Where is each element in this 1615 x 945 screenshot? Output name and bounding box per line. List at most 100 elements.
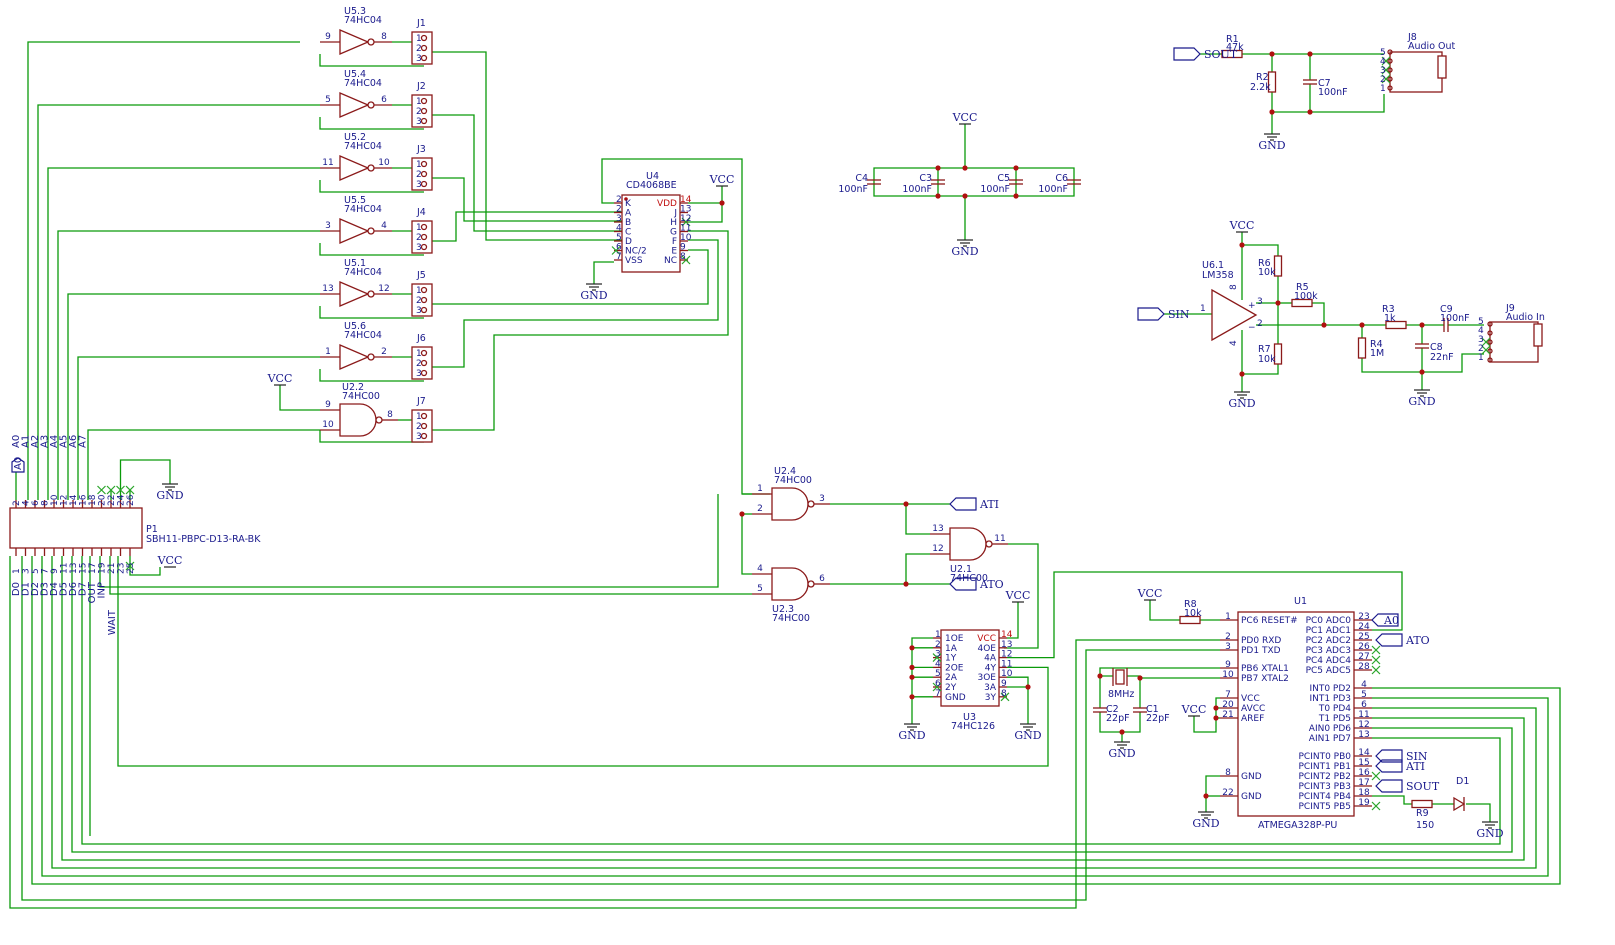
data-bus-line xyxy=(81,556,1501,845)
j9-pin-number: 3 xyxy=(1478,335,1484,345)
u4-pin-number: 2 xyxy=(616,195,622,205)
gate-input-pin: 2 xyxy=(757,504,763,514)
gate-input-pin: 13 xyxy=(322,284,333,294)
connector-pin xyxy=(420,54,428,62)
u3-pin-name: GND xyxy=(945,693,966,703)
connector-pin-number: 1 xyxy=(416,349,422,359)
resistor xyxy=(1273,255,1283,277)
p1-wait-label: WAIT xyxy=(107,609,118,635)
p1-address-label: A4 xyxy=(49,435,60,448)
u4-pin-number: 3 xyxy=(616,214,622,224)
u1-pin-number: 8 xyxy=(1225,768,1231,778)
u4-pin-name: B xyxy=(625,218,631,228)
gate-input-pin: 1 xyxy=(757,484,763,494)
cap-value: 100nF xyxy=(980,184,1010,195)
gnd-label: GND xyxy=(1408,395,1435,408)
cap-ref: C3 xyxy=(919,173,932,184)
op-amp-minus: − xyxy=(1248,323,1256,333)
p1-pin-number: 19 xyxy=(98,562,108,574)
gate-part: 74HC04 xyxy=(344,330,382,341)
p1-data-label: D3 xyxy=(40,582,51,596)
j3-to-u4 xyxy=(432,177,622,222)
u4-pin-name: D xyxy=(625,237,632,247)
gate-output-pin: 6 xyxy=(381,95,387,105)
j8-pin xyxy=(1387,58,1393,64)
no-connect-mark xyxy=(1481,337,1491,347)
connector-pin xyxy=(420,107,428,115)
connector-pin xyxy=(420,180,428,188)
p1-pin-number: 25 xyxy=(126,563,136,574)
c7-ref: C7 xyxy=(1318,78,1331,89)
u3-pin-number: 10 xyxy=(1001,669,1013,679)
u3-left-gnd xyxy=(911,637,933,724)
u3-pin-name: 3A xyxy=(984,683,997,693)
u4-pin-name: NC xyxy=(664,256,677,266)
connector-loop xyxy=(319,369,424,382)
connector-ref: J5 xyxy=(416,270,426,281)
connector-pin xyxy=(420,349,428,357)
no-connect-mark xyxy=(1371,655,1381,665)
ato-port-u1 xyxy=(1375,633,1403,647)
connector-pin-number: 3 xyxy=(416,180,422,190)
r4-value: 1M xyxy=(1370,348,1384,359)
p1-address-label: A2 xyxy=(30,435,41,448)
connector-pin-number: 2 xyxy=(416,170,422,180)
u3-vcc xyxy=(1007,602,1019,639)
j8-pin xyxy=(1387,49,1393,55)
crystal xyxy=(1115,669,1125,685)
nand-bubble xyxy=(807,580,815,588)
junction-dot xyxy=(1239,371,1245,377)
u4-pin-name: C xyxy=(625,228,631,238)
r1-value: 47k xyxy=(1226,42,1244,53)
r6-ref: R6 xyxy=(1258,258,1271,269)
connector-pin xyxy=(420,170,428,178)
u22-vcc xyxy=(279,385,320,411)
p1-address-label: A6 xyxy=(68,435,79,448)
connector-pin-number: 2 xyxy=(416,422,422,432)
p1-data-label: D7 xyxy=(78,582,89,596)
p1-pin-number: 23 xyxy=(117,563,127,574)
gnd-label: GND xyxy=(156,489,183,502)
no-connect-mark xyxy=(932,653,942,663)
u3-pin-number: 7 xyxy=(935,689,941,699)
p1-data-label: D5 xyxy=(59,582,70,596)
cap-value: 100nF xyxy=(1038,184,1068,195)
u4-pin-number: 6 xyxy=(616,243,622,253)
u3-pin-name: 4Y xyxy=(985,663,997,673)
connector-ref: J4 xyxy=(416,207,426,218)
gate-output-pin: 6 xyxy=(819,574,825,584)
u1-pin-number: 27 xyxy=(1358,652,1369,662)
u4-pin-name: J xyxy=(673,209,677,219)
p1-pin-number: 13 xyxy=(69,563,79,574)
p1-pin-number: 3 xyxy=(22,568,32,574)
gate-part: 74HC00 xyxy=(774,475,812,486)
j8-pin-number: 5 xyxy=(1380,48,1386,58)
j1-to-u4 xyxy=(432,51,622,241)
vcc-label: VCC xyxy=(157,554,183,567)
j8-pin xyxy=(1387,67,1393,73)
connector-pin-number: 2 xyxy=(416,296,422,306)
junction-dot xyxy=(1359,322,1365,328)
connector-pin-number: 2 xyxy=(416,44,422,54)
j7-to-u4 xyxy=(432,230,729,431)
a0-port-label: A0 xyxy=(13,457,24,470)
u1-pin-name: PB7 XTAL2 xyxy=(1241,674,1289,684)
no-connect-mark xyxy=(116,485,125,495)
junction-dot xyxy=(1203,793,1209,799)
ati-port-u1 xyxy=(1375,759,1403,773)
connector-loop xyxy=(319,54,424,67)
junction-dot xyxy=(1275,300,1281,306)
pb4-wire xyxy=(1372,795,1412,805)
u1-pin-number: 26 xyxy=(1358,642,1370,652)
c8-value: 22nF xyxy=(1430,352,1454,363)
junction-dot xyxy=(1321,322,1327,328)
junction-dot xyxy=(1025,684,1031,690)
u1-pin-number: 1 xyxy=(1225,612,1231,622)
u1-pin-name: AIN1 PD7 xyxy=(1309,734,1351,744)
junction-dot xyxy=(909,694,915,700)
connector-pin xyxy=(420,296,428,304)
j9-pin xyxy=(1487,348,1493,354)
gate-part: 74HC04 xyxy=(344,78,382,89)
connector-pin xyxy=(420,160,428,168)
junction-dot xyxy=(1013,165,1019,171)
